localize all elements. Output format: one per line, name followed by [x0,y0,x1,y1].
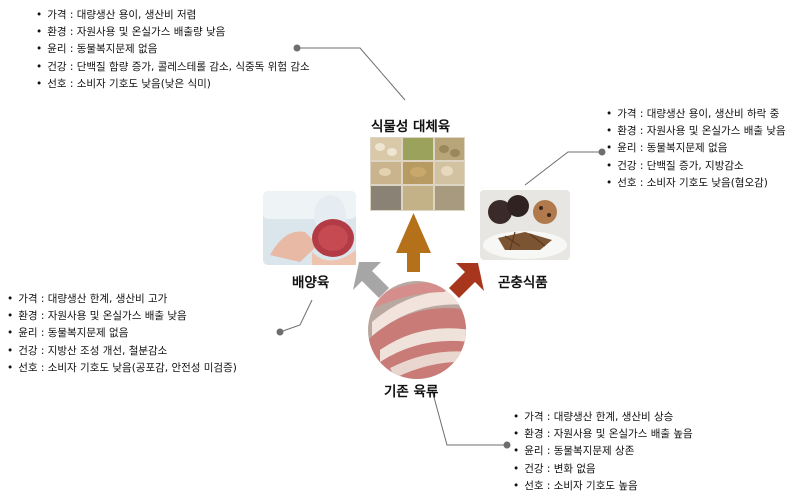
conventional-meat-info-list: 가격 : 대량생산 한계, 생산비 상승 환경 : 자원사용 및 온실가스 배출… [513,409,693,495]
insect-food-photo [480,190,570,260]
insect-info-price: 가격 : 대량생산 용이, 생산비 하락 중 [606,106,786,123]
cultured-meat-label: 배양육 [292,275,330,291]
insect-food-info-list: 가격 : 대량생산 용이, 생산비 하락 중 환경 : 자원사용 및 온실가스 … [606,106,786,192]
center-connector-dot [503,441,511,449]
insect-info-ethics: 윤리 : 동물복지문제 없음 [606,140,786,157]
cultured-connector-line [279,299,313,333]
center-connector-line [431,389,505,446]
insect-info-preference: 선호 : 소비자 기호도 낮음(혐오감) [606,175,786,192]
cultured-connector-dot [276,328,284,336]
plant-info-environment: 환경 : 자원사용 및 온실가스 배출량 낮음 [36,24,310,41]
center-info-environment: 환경 : 자원사용 및 온실가스 배출 높음 [513,426,692,443]
plant-info-ethics: 윤리 : 동물복지문제 없음 [36,41,310,58]
plant-info-health: 건강 : 단백질 함량 증가, 콜레스테롤 감소, 식중독 위험 감소 [36,59,309,76]
insect-food-label: 곤충식품 [498,275,548,291]
center-info-ethics: 윤리 : 동물복지문제 상존 [513,443,693,460]
insect-connector-line [524,151,602,186]
plant-info-preference: 선호 : 소비자 기호도 낮음(낮은 식미) [36,76,310,93]
cultured-info-preference: 선호 : 소비자 기호도 낮음(공포감, 안전성 미검증) [7,360,237,377]
center-info-preference: 선호 : 소비자 기호도 높음 [513,478,693,495]
cultured-info-price: 가격 : 대량생산 한계, 생산비 고가 [7,291,237,308]
cultured-info-environment: 환경 : 자원사용 및 온실가스 배출 낮음 [7,308,237,325]
cultured-info-health: 건강 : 지방산 조성 개선, 철분감소 [7,343,237,360]
plant-info-price: 가격 : 대량생산 용이, 생산비 저렴 [36,7,310,24]
arrow-to-insect [449,263,484,298]
cultured-meat-info-list: 가격 : 대량생산 한계, 생산비 고가 환경 : 자원사용 및 온실가스 배출… [7,291,237,377]
insect-connector-dot [598,148,606,156]
pork-belly-photo [368,281,466,379]
plant-based-photo [370,137,465,211]
plant-based-label: 식물성 대체육 [371,119,451,135]
center-info-health: 건강 : 변화 없음 [513,461,693,478]
arrow-to-plant [396,213,431,272]
cultured-info-ethics: 윤리 : 동물복지문제 없음 [7,325,237,342]
conventional-meat-label: 기존 육류 [384,384,439,400]
insect-info-environment: 환경 : 자원사용 및 온실가스 배출 낮음 [606,123,785,140]
arrow-to-cultured [353,262,389,298]
insect-info-health: 건강 : 단백질 증가, 지방감소 [606,158,786,175]
center-info-price: 가격 : 대량생산 한계, 생산비 상승 [513,409,693,426]
plant-connector-line [297,47,406,101]
plant-based-info-list: 가격 : 대량생산 용이, 생산비 저렴 환경 : 자원사용 및 온실가스 배출… [36,7,310,93]
cultured-meat-photo [263,191,356,265]
